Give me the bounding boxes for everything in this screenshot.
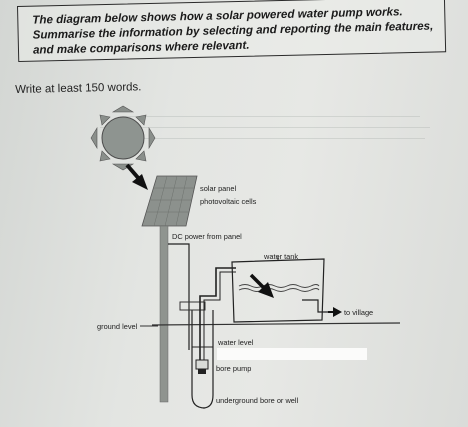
label-photovoltaic-cells: photovoltaic cells: [200, 197, 257, 206]
sun-icon: [90, 105, 156, 171]
ground-line: [151, 322, 401, 326]
dc-power-cable: [168, 243, 190, 350]
tank-fill-arrow: [249, 273, 274, 298]
label-dc-power: DC power from panel: [172, 232, 242, 241]
label-water-tank: water tank: [264, 252, 299, 261]
bore-casing: [179, 301, 214, 409]
bore-pump-graphic: [195, 359, 209, 374]
sunlight-arrow: [125, 163, 148, 190]
outlet-pipe: [302, 299, 342, 317]
label-ground-level: ground level: [97, 322, 138, 331]
delivery-pipe: [199, 267, 236, 360]
label-to-village: to village: [344, 308, 374, 317]
label-underground-bore: underground bore or well: [216, 396, 299, 405]
panel-pole: [159, 225, 169, 403]
label-water-level: water level: [218, 338, 254, 347]
water-tank-graphic: [231, 257, 325, 323]
solar-panel-graphic: [141, 175, 198, 227]
bleed-through-text: [60, 108, 430, 168]
label-bore-pump: bore pump: [216, 364, 252, 373]
paper-patch: [217, 348, 367, 360]
label-solar-panel: solar panel: [200, 184, 237, 193]
